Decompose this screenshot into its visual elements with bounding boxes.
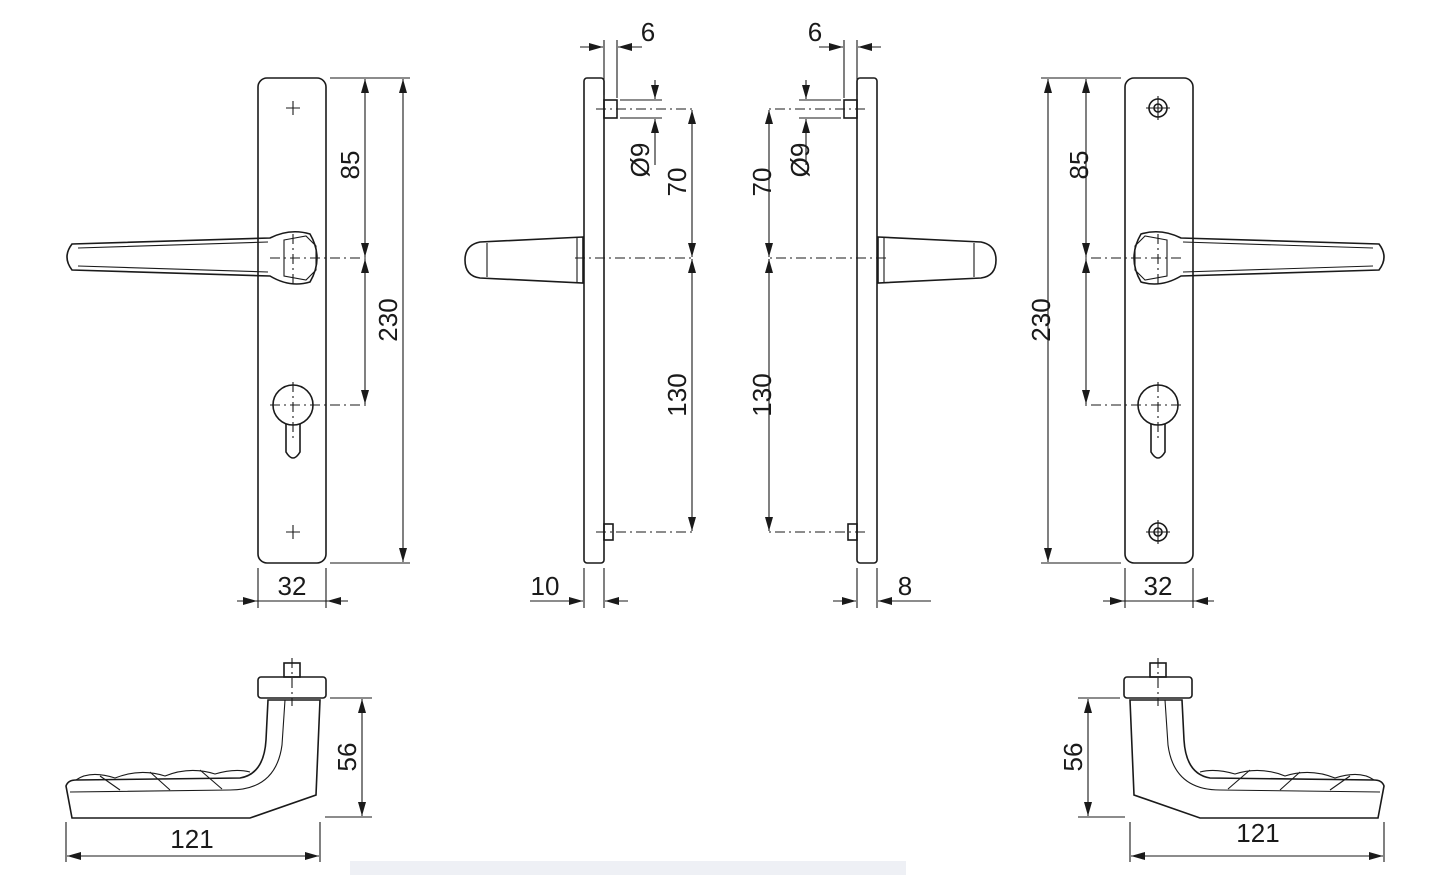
- dim-height: 56: [1058, 743, 1088, 772]
- dim-stub-offset: 6: [641, 17, 655, 47]
- dim-plate-thickness: 8: [898, 571, 912, 601]
- dim-length: 121: [170, 824, 213, 854]
- dim-stub-diameter: Ø9: [785, 143, 815, 178]
- dim-length: 121: [1236, 818, 1279, 848]
- bottom-view-left: 56 121: [66, 658, 372, 862]
- screw-target-icon: [1146, 96, 1170, 544]
- front-view-right: 85 230 32: [1026, 78, 1384, 608]
- dim-plate-height: 230: [1026, 298, 1056, 341]
- dim-spindle-to-top: 85: [335, 151, 365, 180]
- dim-stub-offset: 6: [808, 17, 822, 47]
- side-view-right: 6 Ø9 70 130 8: [747, 17, 996, 608]
- dim-stub-diameter: Ø9: [625, 143, 655, 178]
- dim-plate-width: 32: [278, 571, 307, 601]
- side-view-left: 6 Ø9 70 130 10: [465, 17, 695, 608]
- front-view-left: 85 230 32: [67, 78, 410, 608]
- dim-lower-distance: 130: [747, 373, 777, 416]
- dim-plate-thickness: 10: [531, 571, 560, 601]
- footer-band: [350, 861, 906, 875]
- dim-height: 56: [332, 743, 362, 772]
- dim-lower-distance: 130: [662, 373, 692, 416]
- dim-plate-height: 230: [373, 298, 403, 341]
- dim-upper-distance: 70: [662, 168, 692, 197]
- dim-upper-distance: 70: [747, 168, 777, 197]
- screw-hole-icon: [286, 101, 300, 539]
- dim-plate-width: 32: [1144, 571, 1173, 601]
- bottom-view-right: 56 121: [1058, 658, 1384, 862]
- dim-spindle-to-top: 85: [1064, 151, 1094, 180]
